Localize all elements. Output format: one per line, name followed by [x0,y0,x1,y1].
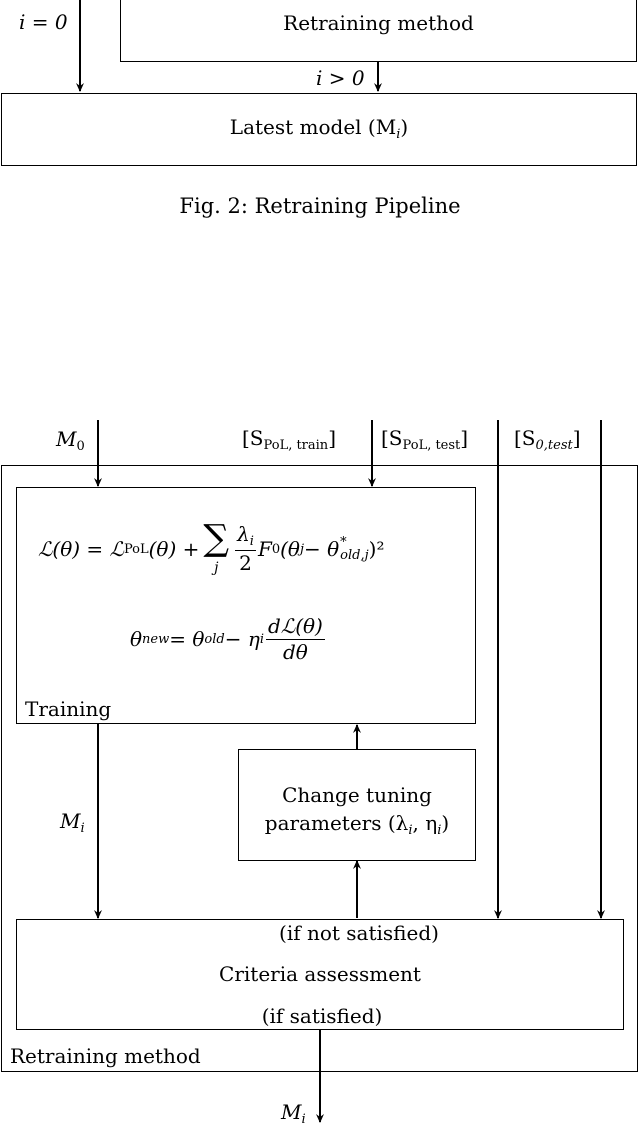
tuning-line2: parameters (λi, ηi) [264,811,450,838]
criteria-label: Criteria assessment [219,962,421,986]
tuning-box [238,749,476,861]
latest-model-box [1,93,637,166]
input-m0-label: M0 [56,427,85,454]
mi-mid-label: Mi [60,809,85,836]
input-s0-test-label: [S0,test] [514,426,581,453]
output-mi-label: Mi [281,1100,306,1127]
retraining-method-box [1,465,638,1072]
label-i-gt-0: i > 0 [316,66,365,90]
latest-model-label: Latest model (Mi) [229,115,409,142]
tuning-line1: Change tuning [282,783,432,807]
retraining-method-label: Retraining method [10,1044,201,1068]
label-i-eq-0: i = 0 [19,10,68,34]
input-spol-test-label: [SPoL, test] [381,426,469,453]
training-box [16,487,476,724]
criteria-box [16,919,624,1030]
retraining-method-top-label: Retraining method [283,11,474,35]
retraining-method-box-top [120,0,637,62]
input-spol-train-label: [SPoL, train] [242,426,336,453]
criteria-satisfied: (if satisfied) [261,1004,383,1028]
criteria-not-satisfied: (if not satisfied) [279,921,439,945]
training-label: Training [25,697,112,721]
figure-caption: Fig. 2: Retraining Pipeline [179,194,461,218]
